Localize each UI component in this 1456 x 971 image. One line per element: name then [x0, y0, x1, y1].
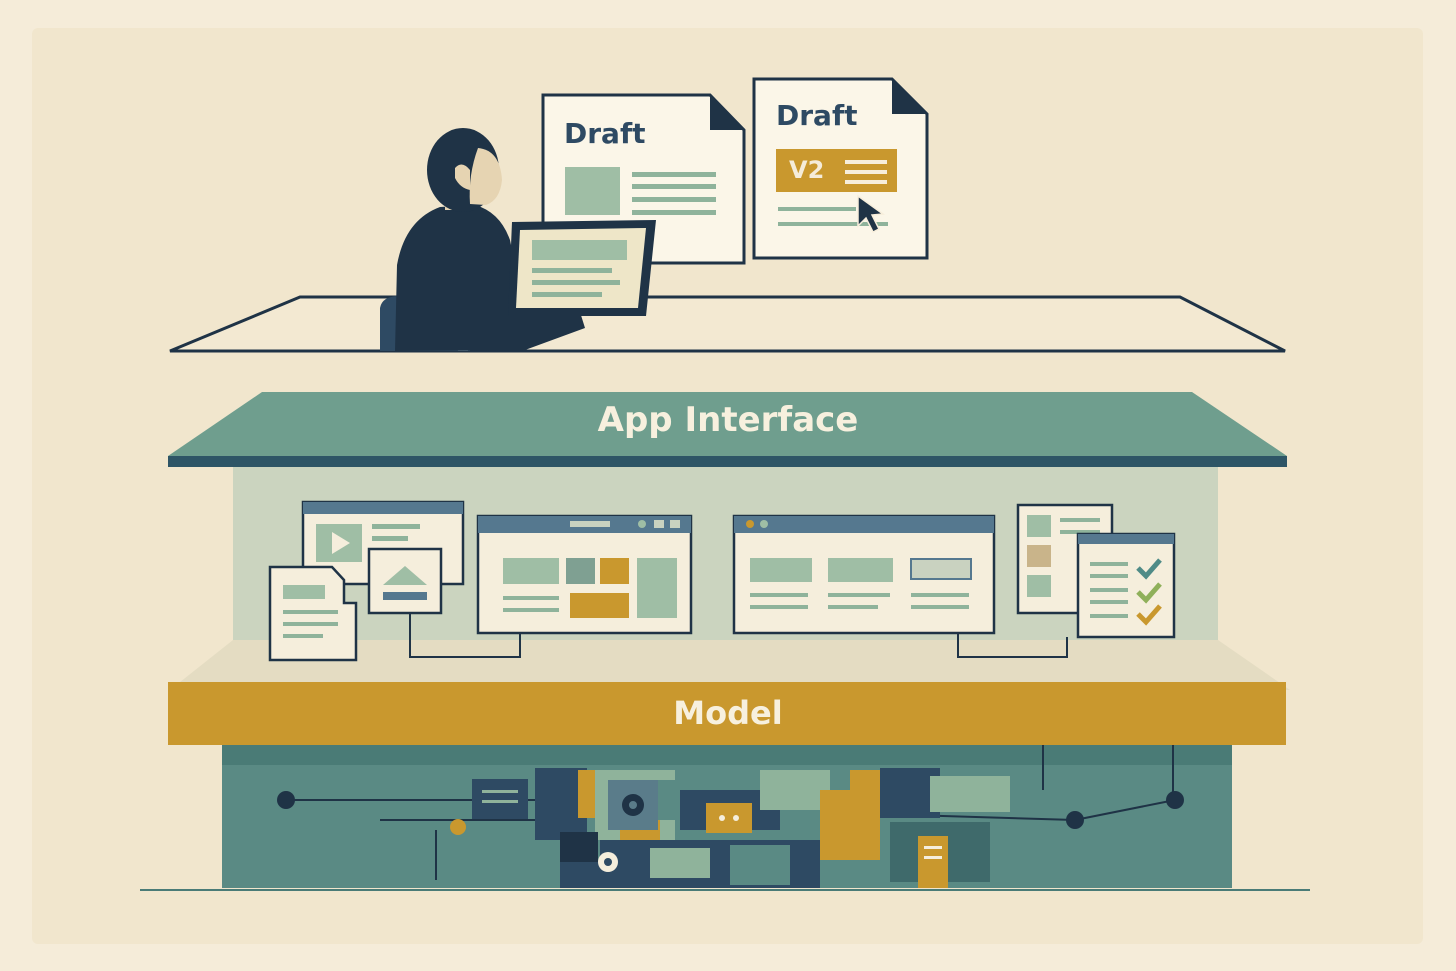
ui-window-center-left	[478, 516, 691, 633]
model-engine	[140, 745, 1310, 890]
chat-icon	[706, 803, 752, 833]
gear-icon-small	[598, 852, 618, 872]
gear-icon	[608, 780, 658, 830]
v2-badge-label: V2	[789, 156, 824, 184]
desk	[170, 297, 1285, 351]
draft-1-title: Draft	[564, 117, 646, 150]
laptop-icon	[508, 220, 656, 316]
ui-window-center-right	[734, 516, 994, 633]
model-label: Model	[468, 694, 988, 732]
app-interface-label: App Interface	[468, 400, 988, 440]
draft-2-title: Draft	[776, 99, 858, 132]
